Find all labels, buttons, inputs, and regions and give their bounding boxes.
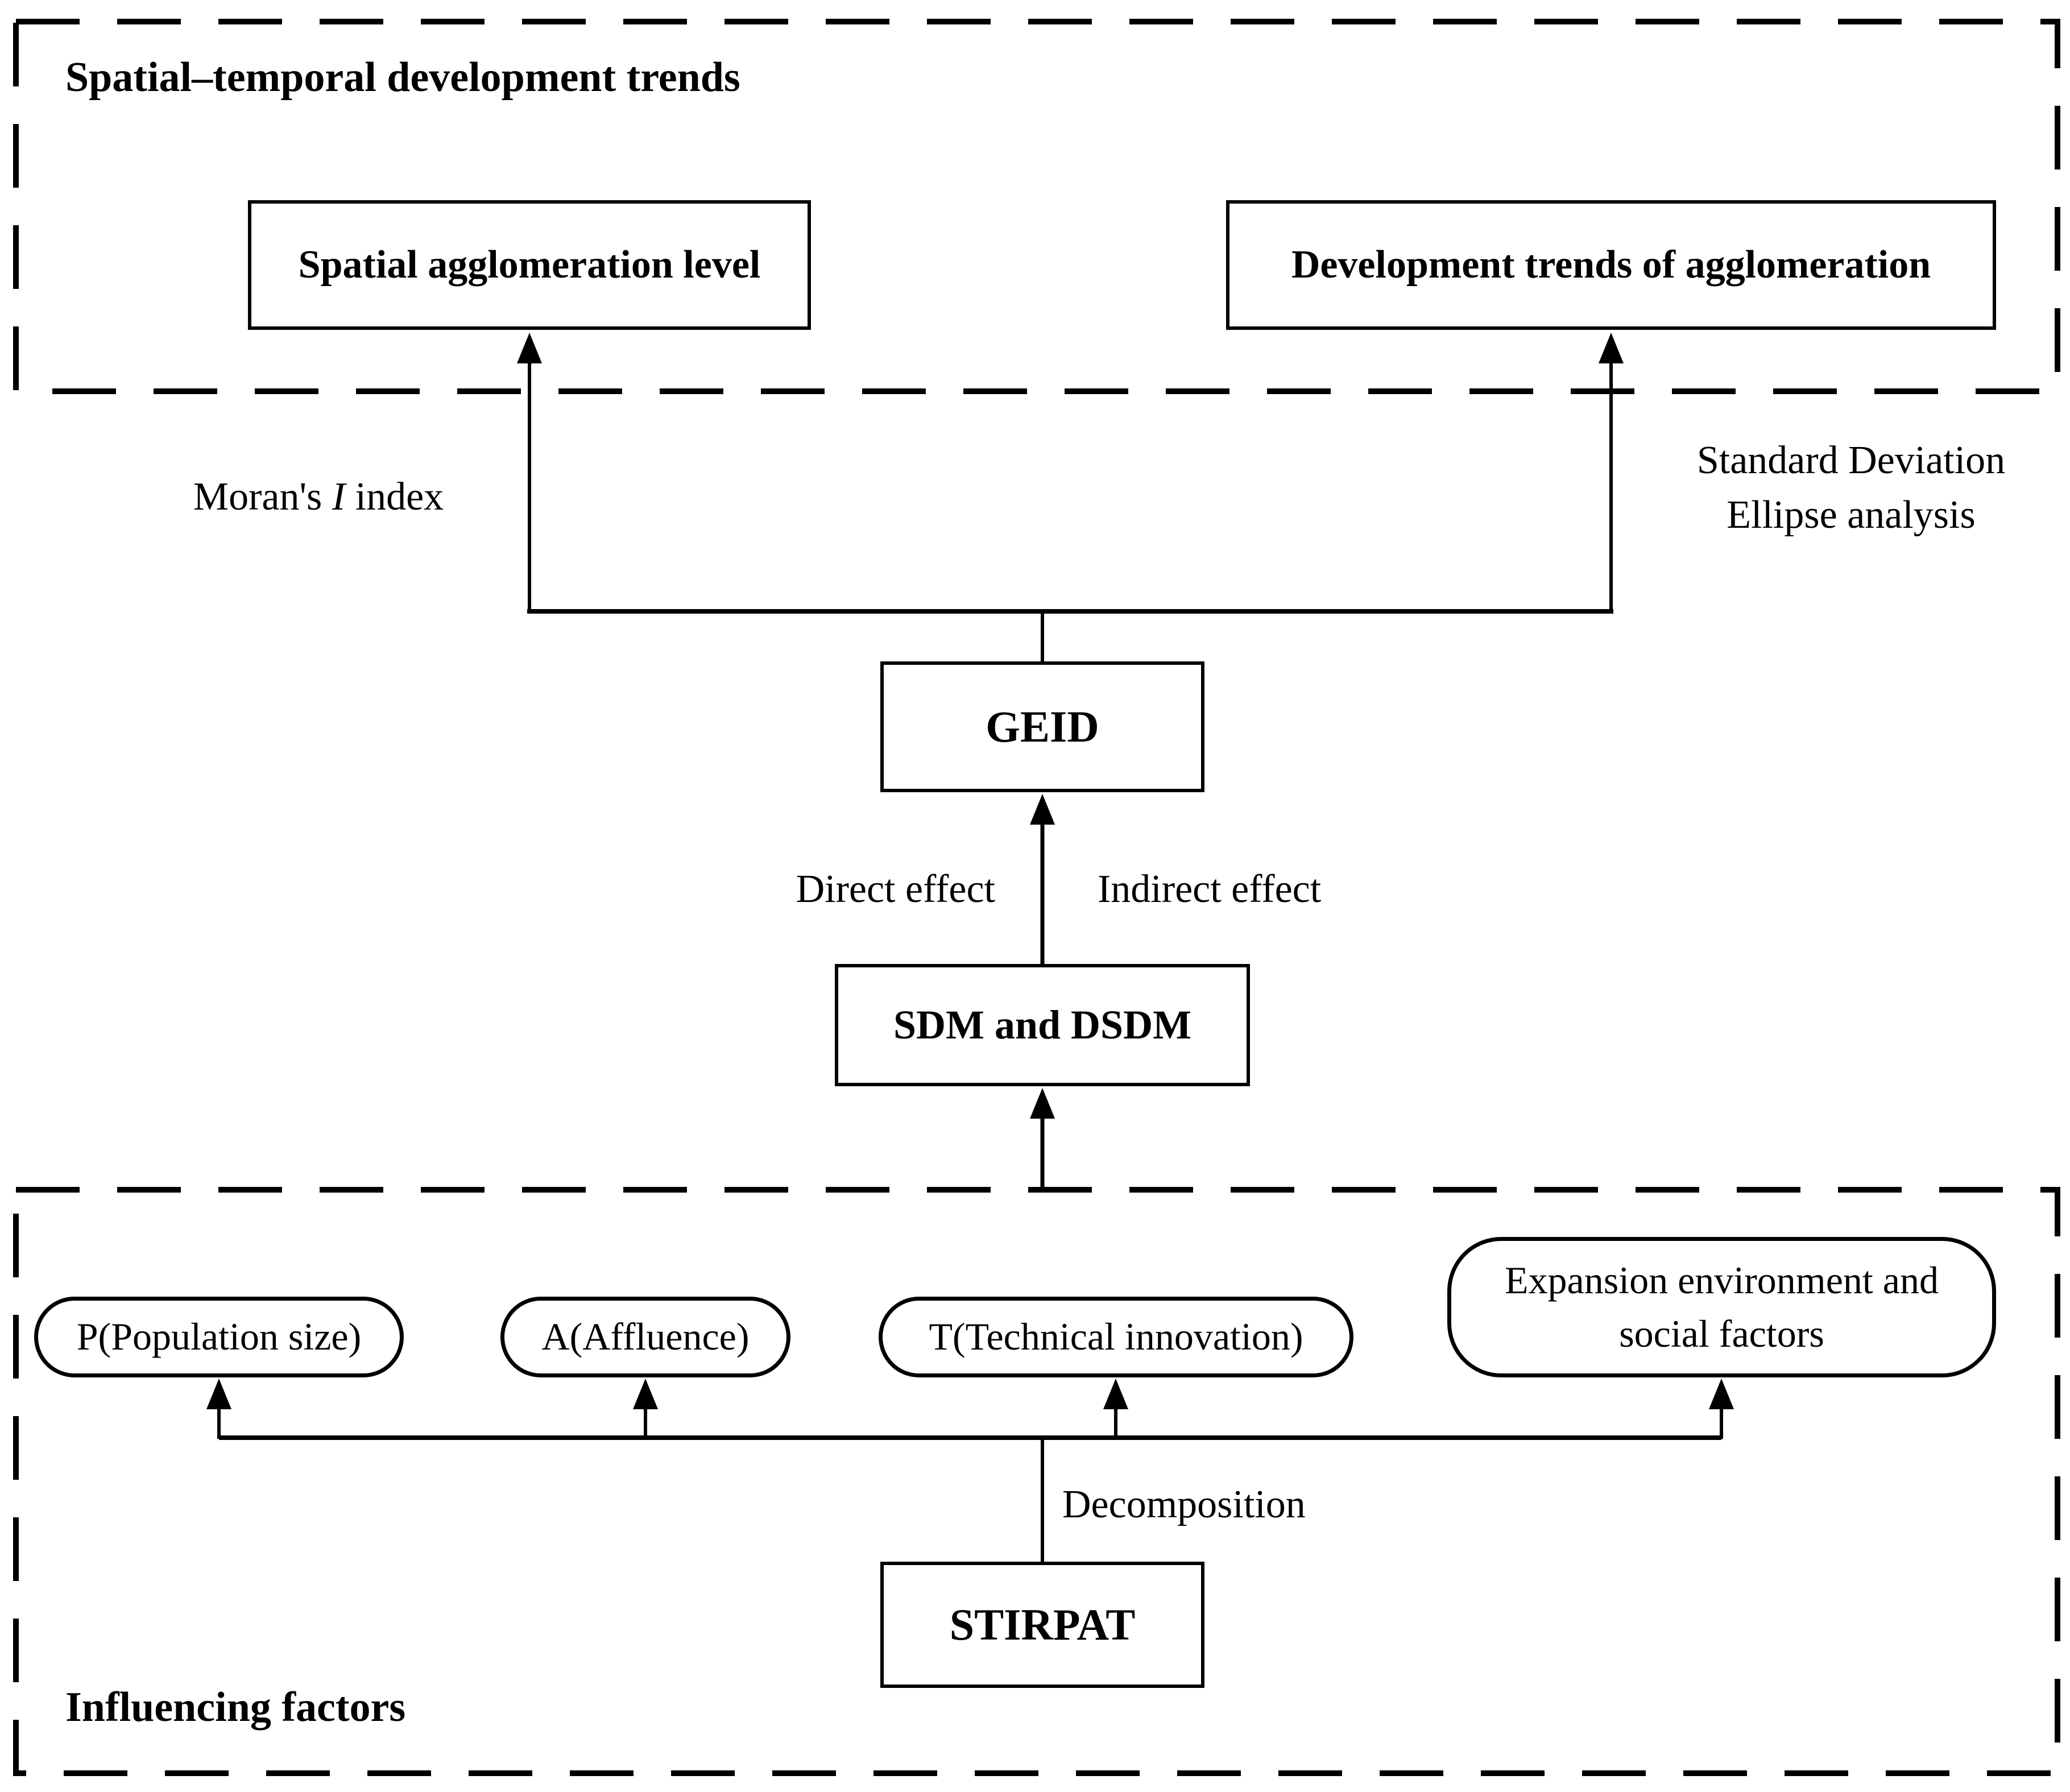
arrow-to-technical-pill bbox=[1103, 1379, 1128, 1439]
population-label: P(Population size) bbox=[76, 1315, 362, 1359]
spatial-agglomeration-label: Spatial agglomeration level bbox=[298, 243, 761, 287]
top-section-title: Spatial–temporal development trends bbox=[65, 54, 740, 101]
arrow-to-population-pill bbox=[206, 1379, 231, 1439]
population-pill: P(Population size) bbox=[34, 1297, 404, 1377]
affluence-pill: A(Affluence) bbox=[500, 1297, 790, 1377]
sdm-dsdm-box: SDM and DSDM bbox=[835, 964, 1250, 1086]
top-section-dashed-border bbox=[13, 19, 2060, 394]
sdm-dsdm-label: SDM and DSDM bbox=[893, 1002, 1192, 1048]
bottom-section-title: Influencing factors bbox=[65, 1684, 406, 1731]
standard-deviation-ellipse-label: Standard Deviation Ellipse analysis bbox=[1696, 438, 2006, 537]
stirpat-label: STIRPAT bbox=[949, 1600, 1136, 1649]
decomposition-label: Decomposition bbox=[1062, 1483, 1306, 1526]
bottom-section-dashed-border bbox=[13, 1187, 2060, 1776]
stirpat-box: STIRPAT bbox=[880, 1562, 1204, 1688]
arrow-to-spatial-agglomeration bbox=[517, 333, 542, 611]
arrow-to-development-trends bbox=[1599, 333, 1624, 611]
arrow-to-expansion-pill bbox=[1709, 1379, 1734, 1439]
arrow-factors-to-sdm bbox=[1030, 1088, 1055, 1190]
arrow-sdm-to-geid bbox=[1030, 794, 1055, 964]
geid-label: GEID bbox=[986, 702, 1099, 751]
moran-index-label: Moran's I index bbox=[193, 475, 444, 519]
indirect-effect-label: Indirect effect bbox=[1098, 867, 1322, 911]
technical-innovation-pill: T(Technical innovation) bbox=[879, 1297, 1353, 1377]
development-trends-box: Development trends of agglomeration bbox=[1226, 200, 1996, 330]
development-trends-label: Development trends of agglomeration bbox=[1291, 243, 1931, 287]
spatial-agglomeration-box: Spatial agglomeration level bbox=[248, 200, 811, 330]
expansion-environment-pill: Expansion environment and social factors bbox=[1447, 1237, 1996, 1377]
expansion-environment-label-line2: social factors bbox=[1619, 1311, 1824, 1355]
direct-effect-label: Direct effect bbox=[796, 867, 995, 911]
technical-innovation-label: T(Technical innovation) bbox=[929, 1315, 1303, 1359]
expansion-environment-label-line1: Expansion environment and bbox=[1505, 1258, 1939, 1302]
arrow-to-affluence-pill bbox=[633, 1379, 658, 1439]
geid-box: GEID bbox=[880, 661, 1204, 792]
affluence-label: A(Affluence) bbox=[541, 1315, 750, 1359]
